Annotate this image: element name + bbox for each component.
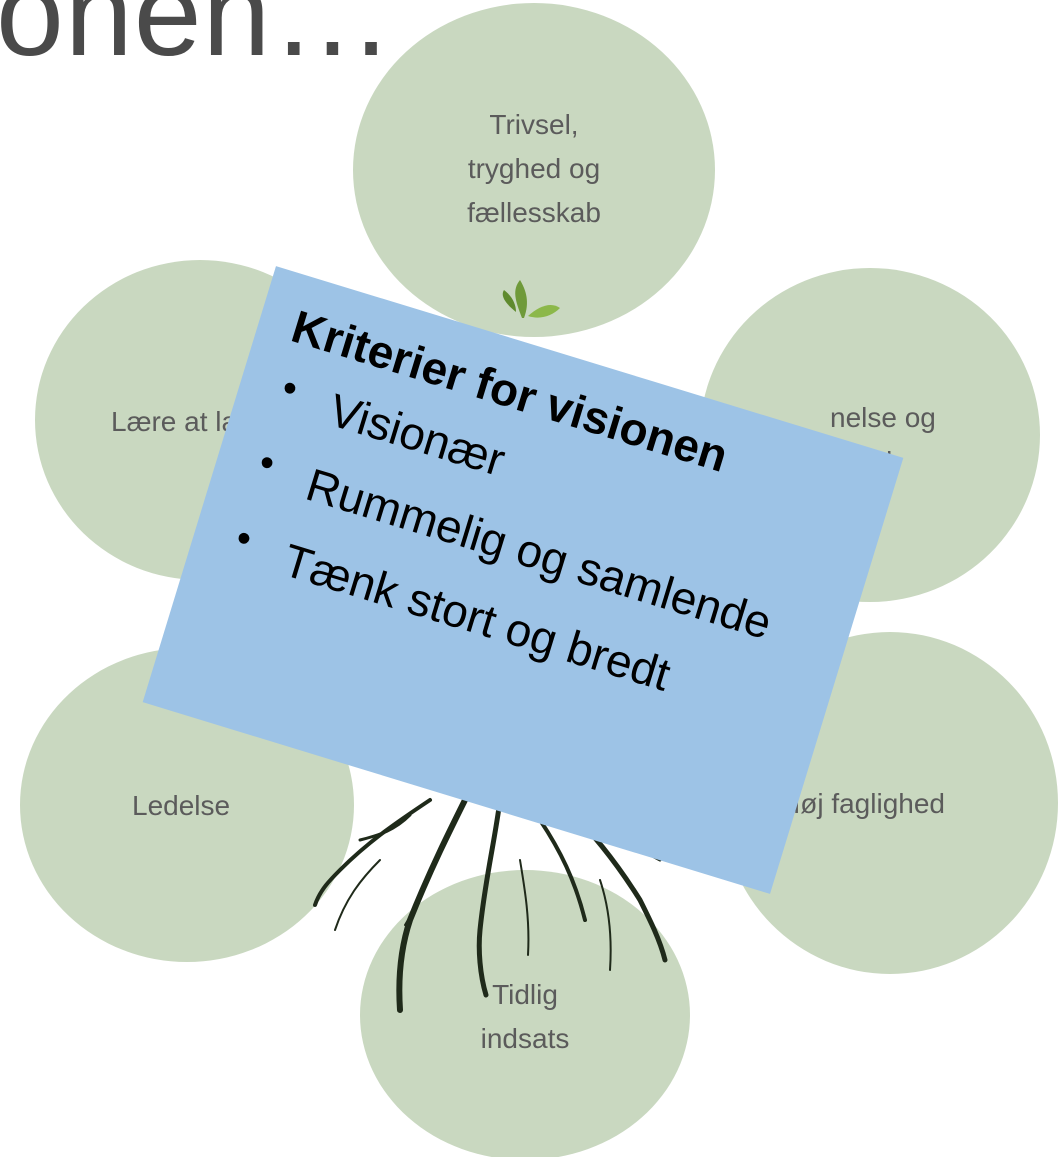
circle-label: Ledelse <box>132 790 231 821</box>
circle-label: Trivsel, tryghed og fællesskab <box>467 109 601 228</box>
circle-label: Tidlig indsats <box>480 979 570 1054</box>
circle-label: Lære at la <box>111 406 238 437</box>
slide-title: onen… <box>0 0 395 81</box>
circle-label: Høj faglighed <box>780 788 945 819</box>
circle-tidlig-indsats: Tidlig indsats <box>360 870 690 1157</box>
circle-trivsel: Trivsel, tryghed og fællesskab <box>353 3 715 337</box>
